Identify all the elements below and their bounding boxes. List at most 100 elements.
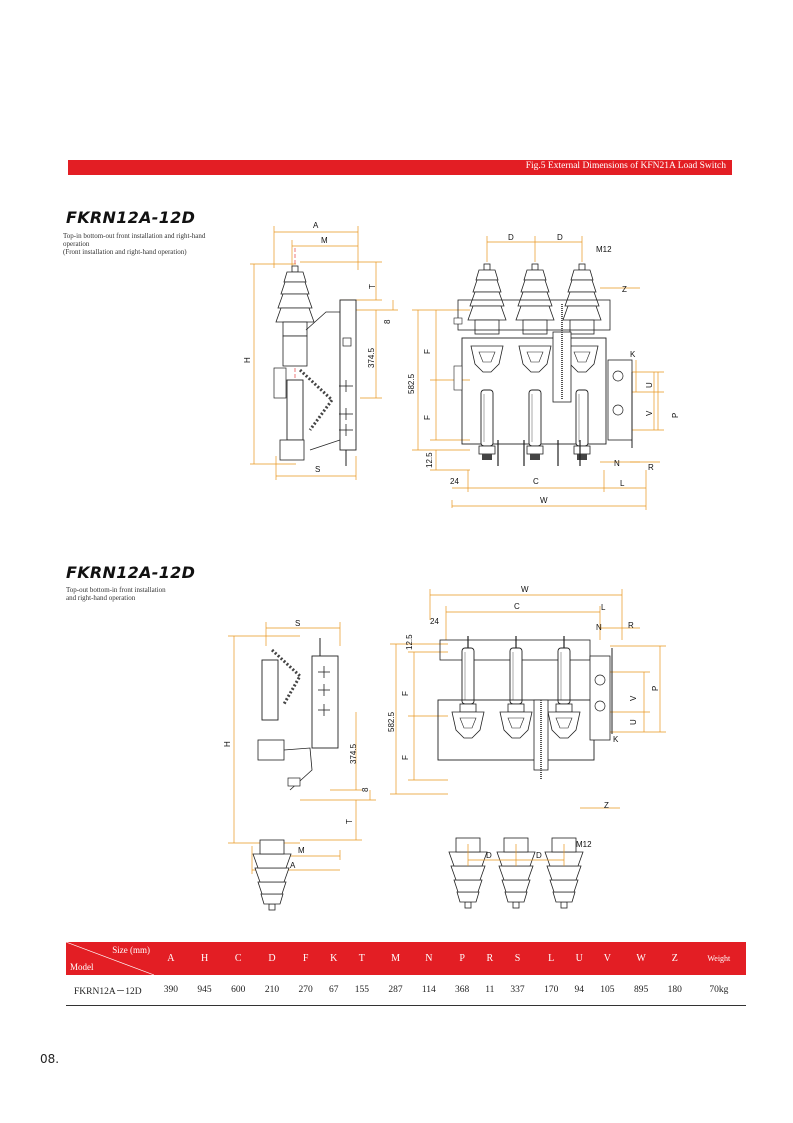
weight-column-header: Weight [691, 942, 746, 975]
dim-label: M12 [576, 840, 592, 849]
dim-label: F [423, 349, 432, 354]
dim-label: V [629, 695, 638, 701]
drawing1-front-view: D D M12 Z F F 582.5 K U V P N R 12.5 24 … [407, 233, 680, 510]
technical-drawings: A M H T 8 374.5 S [223, 221, 680, 911]
drawing1-title: FKRN12A-12D [66, 208, 196, 227]
drawing2-description: Top-out bottom-in front installation and… [66, 586, 256, 602]
figure-caption: Fig.5 External Dimensions of KFN21A Load… [525, 161, 726, 171]
dim-label: 374.5 [367, 347, 376, 368]
column-header: C [221, 942, 256, 975]
dim-label: C [533, 477, 539, 486]
dim-label: D [508, 233, 514, 242]
dim-label: F [401, 691, 410, 696]
dim-label: A [313, 221, 319, 230]
dim-label: 24 [430, 617, 439, 626]
value-cell: 270 [288, 975, 323, 1006]
figure-banner: Fig.5 External Dimensions of KFN21A Load… [68, 160, 732, 175]
page-number: 08. [40, 1052, 60, 1066]
value-cell: 895 [624, 975, 658, 1006]
value-cell: 155 [344, 975, 379, 1006]
dim-label: U [629, 719, 638, 725]
dim-label: M [298, 846, 305, 855]
dim-label: T [345, 819, 354, 824]
drawing1-desc-line: Top-in bottom-out front installation and… [63, 232, 206, 240]
dim-label: R [628, 621, 634, 630]
value-cell: 180 [657, 975, 692, 1006]
drawing2-desc-line: and right-hand operation [66, 594, 136, 602]
model-cell: FKRN12A－12D [66, 975, 154, 1006]
dim-label: H [223, 741, 232, 747]
dim-label: F [423, 415, 432, 420]
value-cell: 170 [534, 975, 569, 1006]
dim-label: M [321, 236, 328, 245]
table-header-row: Size (mm) Model A H C D F K T M N P R S … [66, 942, 746, 975]
dim-label: H [243, 357, 252, 363]
column-header: P [445, 942, 479, 975]
column-header: V [590, 942, 625, 975]
dim-label: N [614, 459, 620, 468]
drawing1-desc-line: operation [63, 240, 90, 248]
dim-label: S [295, 619, 300, 628]
dim-label: U [645, 382, 654, 388]
dim-label: P [651, 686, 660, 691]
column-header: H [187, 942, 222, 975]
drawing2-side-view: S H 374.5 8 T M A [223, 619, 376, 911]
column-header: K [322, 942, 345, 975]
value-cell: 67 [322, 975, 345, 1006]
column-header: R [478, 942, 501, 975]
column-header: U [568, 942, 591, 975]
dim-label: C [514, 602, 520, 611]
weight-cell: 70kg [691, 975, 746, 1006]
dim-label: F [401, 755, 410, 760]
dim-label: L [601, 603, 606, 612]
dim-label: K [630, 350, 636, 359]
column-header: A [154, 942, 188, 975]
corner-diagonal [66, 942, 154, 975]
column-header: M [378, 942, 413, 975]
table-row: FKRN12A－12D 390 945 600 210 270 67 155 2… [66, 975, 746, 1006]
drawing1-desc-line: (Front installation and right-hand opera… [63, 248, 187, 256]
value-cell: 600 [221, 975, 256, 1006]
drawing2-front-view: W C 24 12.5 L N R F F 582.5 V P U K Z M1… [387, 585, 666, 909]
dim-label: 12.5 [405, 634, 414, 650]
column-header: F [288, 942, 323, 975]
dim-label: Z [622, 285, 627, 294]
dim-label: K [613, 735, 619, 744]
drawing2-title: FKRN12A-12D [66, 563, 196, 582]
dim-label: L [620, 479, 625, 488]
value-cell: 337 [500, 975, 535, 1006]
size-unit-label: Size (mm) [112, 945, 150, 955]
column-header: D [255, 942, 289, 975]
dim-label: R [648, 463, 654, 472]
dim-label: S [315, 465, 320, 474]
value-cell: 287 [378, 975, 413, 1006]
dim-label: N [596, 623, 602, 632]
model-column-label: Model [70, 962, 94, 972]
drawing1-side-view: A M H T 8 374.5 S [243, 221, 398, 480]
value-cell: 368 [445, 975, 479, 1006]
dim-label: 582.5 [407, 373, 416, 394]
dim-label: T [368, 284, 377, 289]
dim-label: 582.5 [387, 711, 396, 732]
value-cell: 390 [154, 975, 188, 1006]
dim-label: D [536, 851, 542, 860]
dimension-table: Size (mm) Model A H C D F K T M N P R S … [66, 942, 746, 1006]
value-cell: 105 [590, 975, 625, 1006]
value-cell: 94 [568, 975, 591, 1006]
dim-label: D [557, 233, 563, 242]
dim-label: P [671, 413, 680, 418]
dim-label: 8 [361, 787, 370, 792]
drawing2-desc-line: Top-out bottom-in front installation [66, 586, 166, 594]
value-cell: 210 [255, 975, 289, 1006]
column-header: Z [657, 942, 692, 975]
dim-label: W [521, 585, 529, 594]
dim-label: 8 [383, 319, 392, 324]
column-header: W [624, 942, 658, 975]
dim-label: 374.5 [349, 743, 358, 764]
column-header: S [500, 942, 535, 975]
column-header: N [412, 942, 446, 975]
dim-label: M12 [596, 245, 612, 254]
dim-label: 12.5 [425, 452, 434, 468]
dim-label: D [486, 851, 492, 860]
dim-label: W [540, 496, 548, 505]
